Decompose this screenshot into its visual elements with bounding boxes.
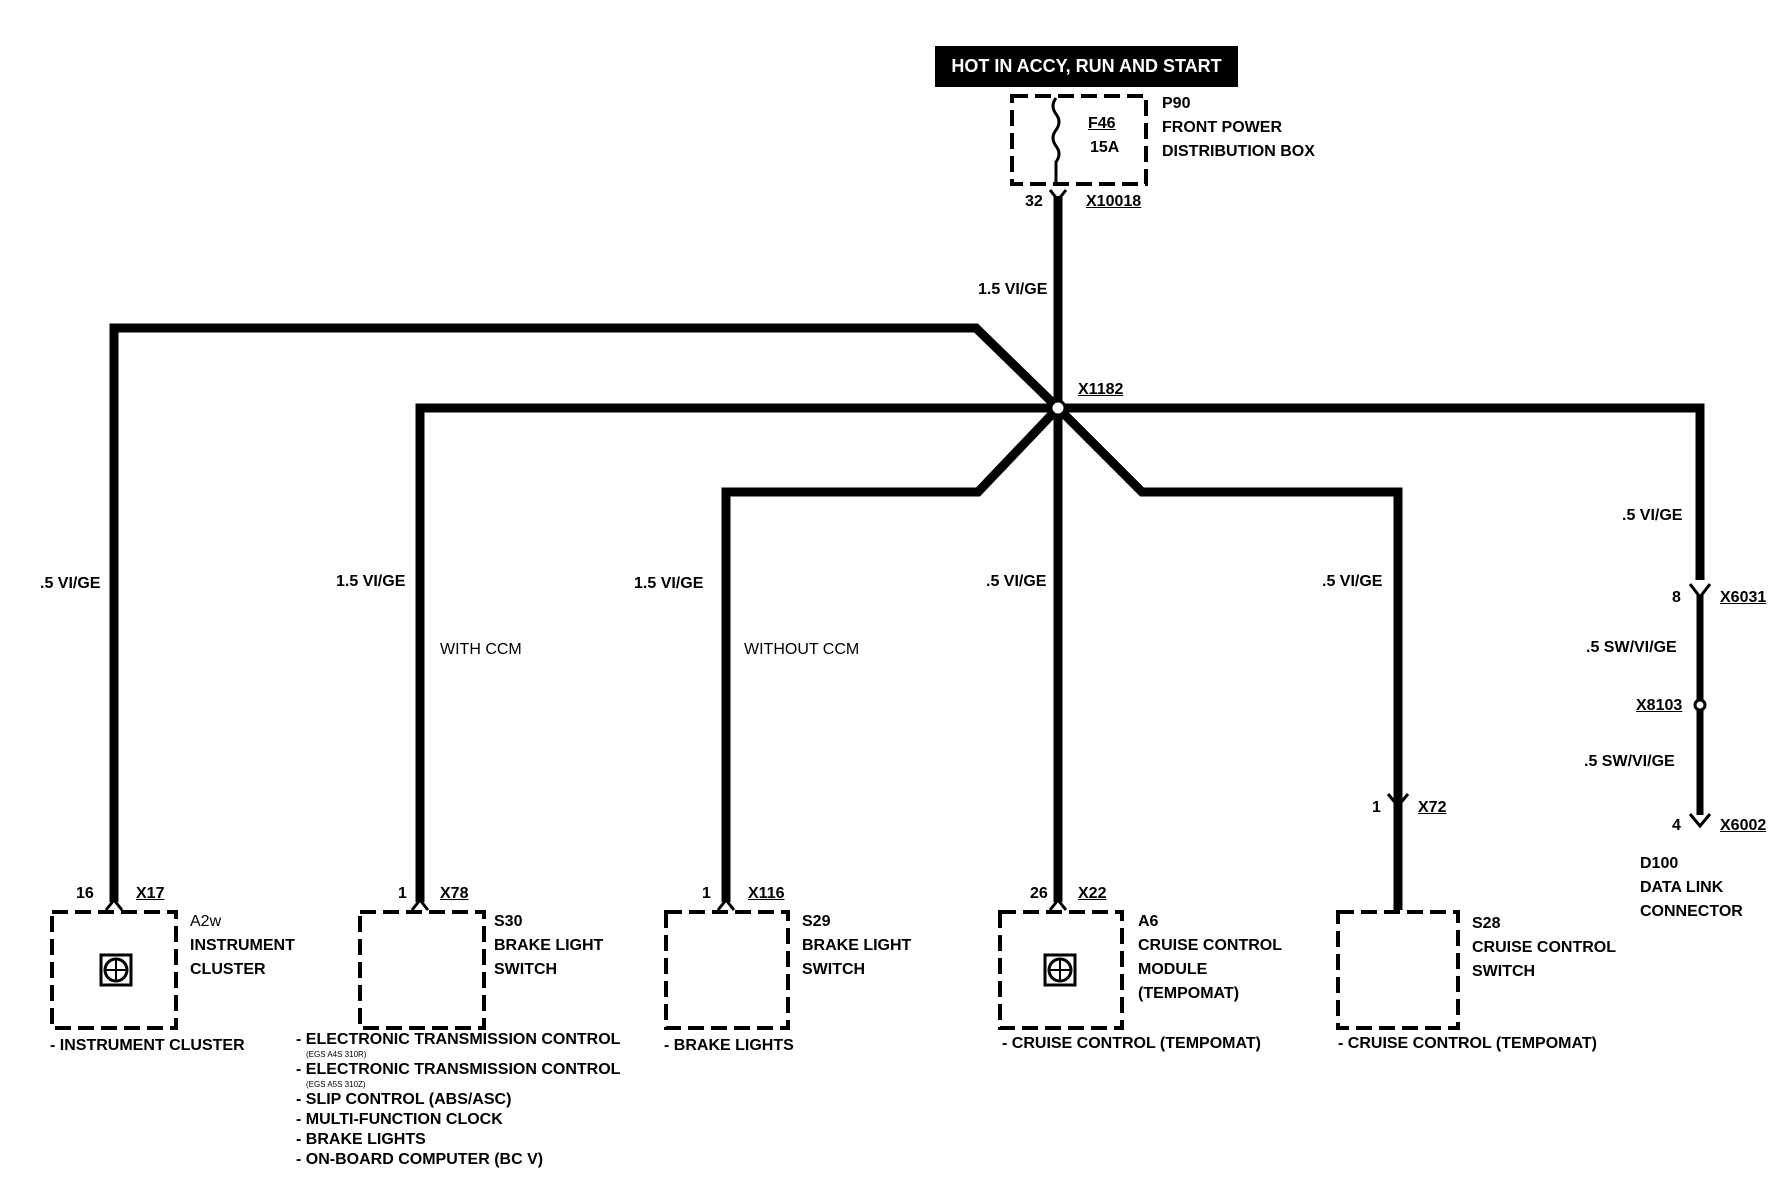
wire-label-s30: 1.5 VI/GE	[336, 573, 406, 590]
feed-label: - CRUISE CONTROL (TEMPOMAT)	[1338, 1035, 1597, 1052]
pin-label: 1	[1372, 799, 1381, 816]
pin-label: 16	[76, 885, 94, 902]
pin-label: 26	[1030, 885, 1048, 902]
component-name-line2: SWITCH	[802, 961, 866, 978]
feed-note: (EGS A5S 310Z)	[306, 1080, 366, 1089]
feed-list: - ELECTRONIC TRANSMISSION CONTROL (EGS A…	[296, 1030, 620, 1170]
component-name-line2: SWITCH	[494, 961, 558, 978]
feed-item: - SLIP CONTROL (ABS/ASC)	[296, 1091, 512, 1108]
component-ref: S28	[1472, 915, 1501, 932]
component-a6-box	[998, 910, 1124, 1030]
feed-item: - BRAKE LIGHTS	[296, 1131, 426, 1148]
main-wire-label: 1.5 VI/GE	[978, 281, 1048, 298]
connector-label: X116	[748, 885, 785, 902]
fuse-box	[1010, 94, 1148, 186]
feed-item: - MULTI-FUNCTION CLOCK	[296, 1111, 503, 1128]
power-source-pin: 32	[1025, 193, 1043, 210]
wire-label-s29: 1.5 VI/GE	[634, 575, 704, 592]
power-source-name-line2: DISTRIBUTION BOX	[1162, 143, 1315, 160]
connector-label: X72	[1418, 799, 1447, 816]
wire-s28	[1054, 404, 1403, 910]
component-name-line1: DATA LINK	[1640, 879, 1724, 896]
splice-label: X1182	[1078, 381, 1124, 398]
power-source-name-line1: FRONT POWER	[1162, 119, 1282, 136]
wire-label-d100-lower: .5 SW/VI/GE	[1586, 639, 1677, 656]
feed-label: - INSTRUMENT CLUSTER	[50, 1037, 245, 1054]
power-source-connector: X10018	[1086, 193, 1142, 210]
component-name-line2: SWITCH	[1472, 963, 1536, 980]
connector-label: X6031	[1720, 589, 1767, 606]
pin-label: 1	[702, 885, 711, 902]
component-ref: A2w	[190, 913, 222, 930]
feed-label: - BRAKE LIGHTS	[664, 1037, 794, 1054]
wire-label-instrument-cluster: .5 VI/GE	[40, 575, 101, 592]
splice-x1182	[1049, 399, 1067, 417]
connector-x6031-symbol	[1688, 583, 1712, 600]
component-name-line2: CONNECTOR	[1640, 903, 1743, 920]
component-s29-box	[664, 910, 790, 1030]
component-ref: S30	[494, 913, 523, 930]
feed-item: - ON-BOARD COMPUTER (BC V)	[296, 1151, 544, 1168]
wire-label-s28: .5 VI/GE	[1322, 573, 1383, 590]
component-ref: D100	[1640, 855, 1679, 872]
component-a2w-box	[50, 910, 178, 1030]
power-source-ref: P90	[1162, 95, 1191, 112]
component-name-line3: (TEMPOMAT)	[1138, 985, 1240, 1002]
connector-x116-symbol	[716, 897, 736, 911]
connector-x78-symbol	[410, 897, 430, 911]
pin-label: 4	[1672, 817, 1681, 834]
connector-label: X22	[1078, 885, 1107, 902]
fuse-label: F46	[1088, 115, 1116, 132]
variant-label-without-ccm: WITHOUT CCM	[744, 641, 860, 658]
splice-label-x8103: X8103	[1636, 697, 1683, 714]
wire-d100	[1058, 403, 1705, 580]
component-name-line1: BRAKE LIGHT	[802, 937, 912, 954]
connector-x17-symbol	[104, 897, 124, 911]
connector-x6002-symbol	[1688, 813, 1712, 829]
feed-label: - CRUISE CONTROL (TEMPOMAT)	[1002, 1035, 1261, 1052]
component-name-line1: CRUISE CONTROL	[1472, 939, 1616, 956]
component-name-line1: INSTRUMENT	[190, 937, 295, 954]
pin-label: 1	[398, 885, 407, 902]
wire-label-a6: .5 VI/GE	[986, 573, 1047, 590]
component-s28-box	[1336, 910, 1460, 1030]
wire-label-d100-bottom: .5 SW/VI/GE	[1584, 753, 1675, 770]
connector-label: X17	[136, 885, 165, 902]
component-s30-box	[358, 910, 486, 1030]
component-name-line2: MODULE	[1138, 961, 1208, 978]
variant-label-with-ccm: WITH CCM	[440, 641, 522, 658]
connector-x72-symbol	[1386, 793, 1410, 809]
connector-label: X78	[440, 885, 469, 902]
wire-instrument-cluster	[109, 323, 1062, 902]
electronic-module-icon	[99, 953, 133, 987]
fuse-symbol	[1051, 97, 1061, 186]
component-ref: A6	[1138, 913, 1159, 930]
wire-s30	[415, 403, 1058, 902]
feed-item: - ELECTRONIC TRANSMISSION CONTROL	[296, 1061, 621, 1078]
pin-label: 8	[1672, 589, 1681, 606]
wire-s29	[721, 404, 1062, 902]
component-name-line2: CLUSTER	[190, 961, 266, 978]
connector-x10018-symbol	[1048, 189, 1068, 203]
feed-item: - ELECTRONIC TRANSMISSION CONTROL	[296, 1031, 621, 1048]
connector-label: X6002	[1720, 817, 1767, 834]
power-condition-banner: HOT IN ACCY, RUN AND START	[935, 46, 1238, 87]
electronic-module-icon	[1043, 953, 1077, 987]
fuse-rating: 15A	[1090, 139, 1120, 156]
component-ref: S29	[802, 913, 831, 930]
component-name-line1: CRUISE CONTROL	[1138, 937, 1282, 954]
feed-note: (EGS A4S 310R)	[306, 1050, 367, 1059]
splice-x8103	[1693, 698, 1707, 712]
connector-x22-symbol	[1048, 897, 1068, 911]
wire-label-d100: .5 VI/GE	[1622, 507, 1683, 524]
component-name-line1: BRAKE LIGHT	[494, 937, 604, 954]
